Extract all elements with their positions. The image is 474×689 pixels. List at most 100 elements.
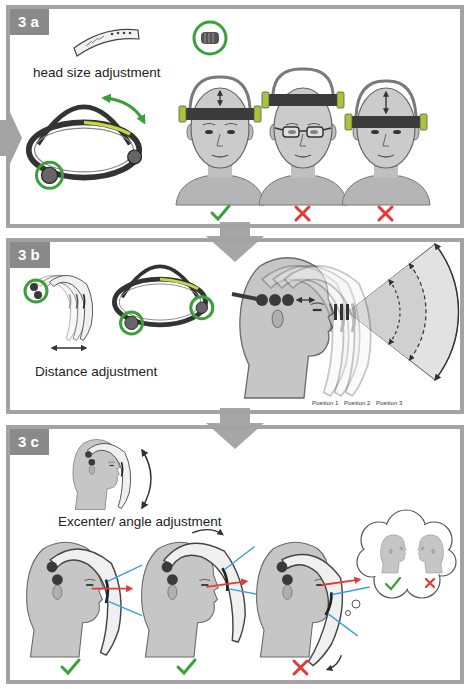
face-wrong: [259, 88, 347, 205]
check-mark: [178, 660, 195, 673]
headgear-3b: [114, 266, 212, 334]
flow-arrow: [206, 222, 264, 262]
distance-knobs: [282, 294, 294, 306]
step-number: 3 a: [10, 9, 49, 35]
text-holder: Position 2: [344, 400, 370, 407]
headgear-3b: [121, 312, 143, 334]
face-wrong: [420, 114, 427, 130]
headgear-3a: [37, 162, 63, 188]
angle-correct: [47, 562, 63, 585]
angle-correct: [161, 535, 252, 654]
thought-bubble: [346, 510, 457, 616]
face-correct: [190, 77, 250, 108]
distance-knobs: [297, 299, 314, 300]
tilt-arrow: [142, 450, 151, 508]
knob-icon: [194, 22, 226, 54]
strap-icon: [74, 29, 139, 56]
helmet-stack: [30, 283, 38, 291]
headgear-3a: [104, 98, 144, 122]
position-label: Position 3: [376, 400, 402, 407]
check-mark: [62, 660, 79, 673]
angle-correct: [207, 581, 247, 586]
position-label: Position 1: [312, 400, 338, 407]
angle-wrong: [257, 542, 374, 674]
helmet-stack: [34, 291, 42, 299]
helmet-stack: [49, 275, 92, 340]
text-holder: Position 1: [312, 400, 338, 407]
strap-icon: [129, 32, 132, 35]
face-wrong: [356, 81, 416, 116]
angle-correct: [142, 530, 274, 657]
cross-mark: [294, 661, 307, 674]
step-panel: 3 a head size adjustment: [6, 5, 464, 228]
cross-mark: [296, 207, 309, 220]
step-panel: 3 c Excenter/ angle adjustment: [6, 425, 464, 684]
thought-bubble: [381, 535, 407, 573]
thought-bubble: [352, 600, 360, 608]
angle-wrong: [259, 549, 374, 674]
profile-3b: [240, 258, 371, 398]
face-wrong: [259, 69, 347, 205]
position-label: Position 2: [344, 400, 370, 407]
strap-icon: [117, 32, 120, 35]
text-holder: Excenter/ angle adjustment: [58, 514, 222, 530]
face-wrong: [342, 88, 430, 205]
face-wrong: [262, 92, 269, 108]
angle-wrong: [327, 655, 341, 669]
angle-correct: [108, 601, 142, 615]
text-holder: 3 a: [10, 9, 49, 35]
step-number: 3 c: [10, 429, 49, 455]
knob-icon: [194, 22, 226, 54]
knob-icon: [201, 32, 219, 44]
distance-knobs: [256, 294, 268, 306]
step-heading: head size adjustment: [33, 65, 161, 81]
step-number: 3 b: [10, 242, 50, 268]
face-wrong: [273, 69, 333, 94]
face-correct: [254, 106, 261, 122]
strap-icon: [86, 36, 104, 46]
text-holder: head size adjustment: [33, 65, 161, 81]
angle-correct: [162, 562, 178, 585]
face-wrong: [269, 94, 337, 106]
distance-knobs: [340, 304, 343, 320]
knob-icon: [205, 33, 213, 43]
helmet-stack: [25, 280, 47, 302]
face-wrong: [345, 114, 352, 130]
headgear-3b: [191, 297, 213, 319]
entry-arrow: [0, 108, 22, 168]
text-holder: 3 b: [10, 242, 50, 268]
face-wrong: [283, 127, 299, 137]
check-mark: [212, 206, 229, 219]
profile-3b: [284, 266, 371, 396]
face-correct: [179, 106, 186, 122]
angle-wrong: [259, 549, 353, 669]
face-correct: [219, 91, 220, 105]
helmet-small: [85, 451, 95, 465]
angle-wrong: [277, 562, 293, 585]
thought-bubble: [346, 611, 351, 616]
distance-fan: [435, 244, 459, 380]
distance-knobs: [334, 304, 337, 320]
face-wrong: [307, 127, 323, 137]
face-correct: [176, 77, 264, 205]
helmet-stack: [52, 347, 86, 348]
distance-knobs: [232, 294, 349, 320]
angle-correct: [27, 542, 143, 657]
face-wrong: [337, 92, 344, 108]
face-wrong: [385, 92, 386, 113]
face-wrong: [342, 81, 430, 205]
step-panel: 3 bDistance adjustment: [6, 238, 464, 414]
angle-correct: [221, 547, 258, 570]
thought-bubble: [358, 511, 455, 597]
angle-correct: [192, 530, 223, 535]
strap-icon: [111, 33, 114, 36]
angle-correct: [50, 549, 142, 655]
helmet-small: [73, 439, 131, 509]
headgear-3b: [114, 266, 207, 329]
step-heading: Excenter/ angle adjustment: [58, 514, 222, 530]
strap-icon: [123, 32, 126, 35]
face-wrong: [275, 128, 331, 131]
